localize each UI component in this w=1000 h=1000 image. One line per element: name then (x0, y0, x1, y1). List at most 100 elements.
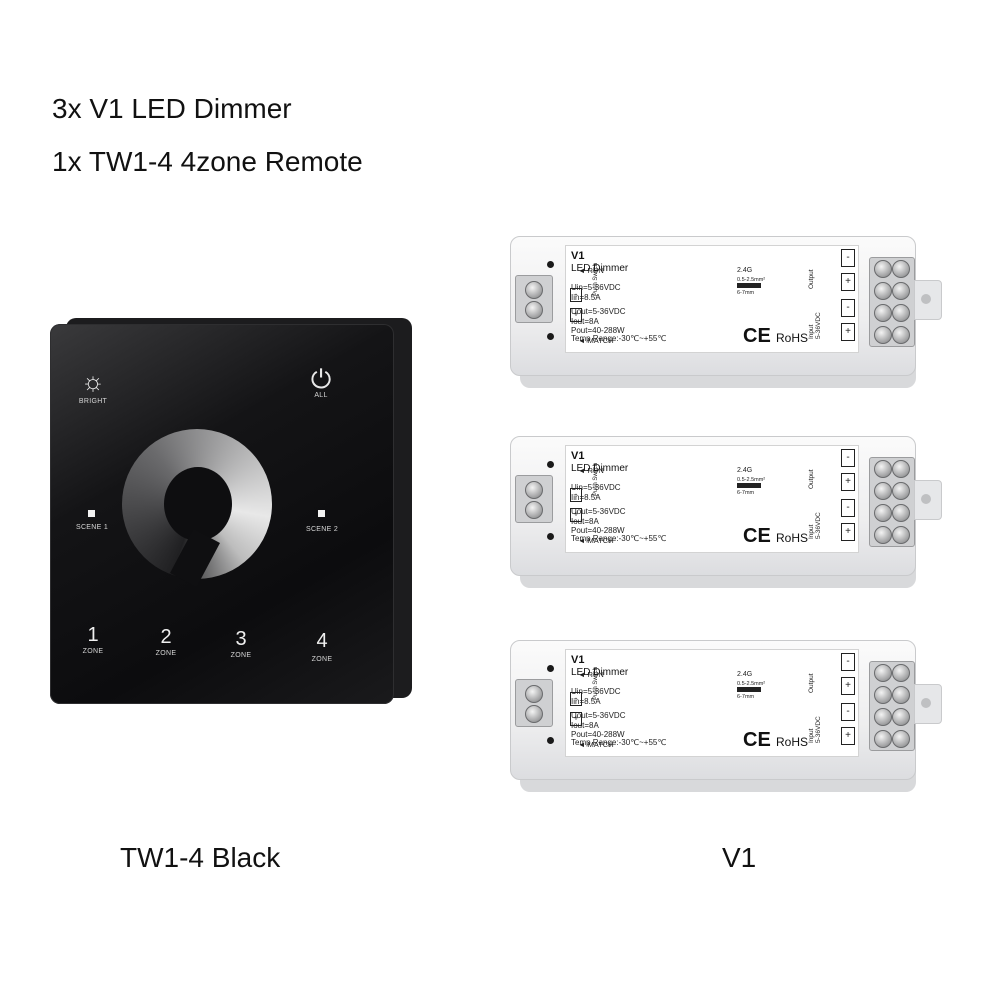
input-label: Input 5-36VDC (808, 312, 822, 339)
ce-mark: CE (743, 325, 771, 347)
terminal-screw (892, 326, 910, 344)
match-label: ◄ MATCH (578, 336, 614, 345)
output-minus: - (841, 449, 855, 467)
power-icon[interactable]: ⏻ (310, 364, 332, 394)
scene-1-label: SCENE 1 (75, 524, 109, 531)
input-minus: - (841, 299, 855, 317)
output-plus: + (841, 473, 855, 491)
product-name: LED Dimmer (571, 667, 629, 678)
output-plus: + (841, 273, 855, 291)
wire-strip-icon (737, 687, 761, 692)
input-minus: - (841, 499, 855, 517)
input-plus: + (841, 727, 855, 745)
mounting-hole (921, 698, 931, 708)
terminal-screw (525, 705, 543, 723)
input-plus: + (841, 523, 855, 541)
dimmer-caption: V1 (722, 842, 757, 873)
push-switch-terminal (515, 475, 553, 523)
push-switch-terminal (515, 275, 553, 323)
scene-2-button[interactable] (318, 510, 325, 517)
terminal-screw (874, 326, 892, 344)
mounting-tab (914, 684, 942, 724)
switch-minus: - (570, 488, 582, 502)
match-led (547, 333, 554, 340)
zone-3-label: ZONE (230, 652, 252, 659)
input-spec: Uin=5-36VDC Iin=8.5A (571, 483, 621, 502)
match-label: ◄ MATCH (578, 536, 614, 545)
mounting-hole (921, 294, 931, 304)
run-label: ◄ RUN (578, 266, 604, 275)
wire-strip-icon (737, 483, 761, 488)
wire-strip-icon (737, 283, 761, 288)
wire-gauge: 0.5-2.5mm² (737, 277, 766, 283)
zone-1-label: ZONE (82, 648, 104, 655)
zone-2-button[interactable]: 2 (160, 626, 172, 648)
zone-2-label: ZONE (155, 650, 177, 657)
output-label: Output (808, 269, 815, 289)
terminal-screw (874, 504, 892, 522)
strip-length: 6-7mm (737, 490, 755, 496)
terminal-screw (892, 482, 910, 500)
terminal-screw (874, 460, 892, 478)
terminal-screw (892, 304, 910, 322)
zone-4-button[interactable]: 4 (316, 630, 328, 652)
match-led (547, 737, 554, 744)
switch-plus: + (570, 508, 582, 522)
run-led (547, 461, 554, 468)
output-spec: Uout=5-36VDC Iout=8A Pout=40-288W (571, 507, 626, 536)
model-label: V1 (571, 250, 585, 262)
terminal-screw (892, 504, 910, 522)
product-name: LED Dimmer (571, 463, 629, 474)
all-label: ALL (314, 392, 328, 399)
rf-label: 2.4G (737, 267, 753, 274)
product-name: LED Dimmer (571, 263, 629, 274)
ring-gap (170, 528, 220, 588)
v1-dimmer-module-1: ◄ RUN ◄ MATCH - + Push Switch V1 LED Dim… (510, 236, 942, 388)
terminal-screw (874, 482, 892, 500)
terminal-screw (525, 685, 543, 703)
terminal-screw (874, 304, 892, 322)
input-minus: - (841, 703, 855, 721)
io-terminal (869, 661, 915, 751)
tw1-4-remote-panel: ☼ BRIGHT ⏻ ALL SCENE 1 SCENE 2 1 ZONE 2 … (50, 318, 412, 704)
module-body: ◄ RUN ◄ MATCH - + Push Switch V1 LED Dim… (510, 236, 916, 376)
strip-length: 6-7mm (737, 694, 755, 700)
output-spec: Uout=5-36VDC Iout=8A Pout=40-288W (571, 711, 626, 740)
ce-mark: CE (743, 729, 771, 751)
run-label: ◄ RUN (578, 466, 604, 475)
match-led (547, 533, 554, 540)
input-spec: Uin=5-36VDC Iin=8.5A (571, 283, 621, 302)
terminal-screw (874, 730, 892, 748)
wire-gauge: 0.5-2.5mm² (737, 477, 766, 483)
zone-3-button[interactable]: 3 (235, 628, 247, 650)
ce-mark: CE (743, 525, 771, 547)
rf-label: 2.4G (737, 467, 753, 474)
output-spec: Uout=5-36VDC Iout=8A Pout=40-288W (571, 307, 626, 336)
header-line-2: 1x TW1-4 4zone Remote (52, 146, 363, 177)
terminal-screw (874, 282, 892, 300)
output-label: Output (808, 469, 815, 489)
zone-1-button[interactable]: 1 (87, 624, 99, 646)
terminal-screw (892, 708, 910, 726)
scene-1-button[interactable] (88, 510, 95, 517)
output-minus: - (841, 653, 855, 671)
brightness-icon[interactable]: ☼ (81, 366, 105, 396)
terminal-screw (874, 686, 892, 704)
switch-plus: + (570, 308, 582, 322)
rohs-mark: RoHS (776, 531, 809, 545)
terminal-screw (892, 730, 910, 748)
module-label: ◄ RUN ◄ MATCH - + Push Switch (565, 445, 859, 553)
terminal-screw (874, 664, 892, 682)
wire-gauge: 0.5-2.5mm² (737, 681, 766, 687)
dimming-ring[interactable] (122, 429, 272, 588)
ring-center (164, 467, 232, 541)
terminal-screw (892, 526, 910, 544)
run-label: ◄ RUN (578, 670, 604, 679)
mounting-hole (921, 494, 931, 504)
header-line-1: 3x V1 LED Dimmer (52, 93, 292, 124)
input-label: Input 5-36VDC (808, 512, 822, 539)
push-switch-terminal (515, 679, 553, 727)
match-label: ◄ MATCH (578, 740, 614, 749)
input-plus: + (841, 323, 855, 341)
module-body: ◄ RUN ◄ MATCH - + Push Switch V1 LED Dim… (510, 436, 916, 576)
